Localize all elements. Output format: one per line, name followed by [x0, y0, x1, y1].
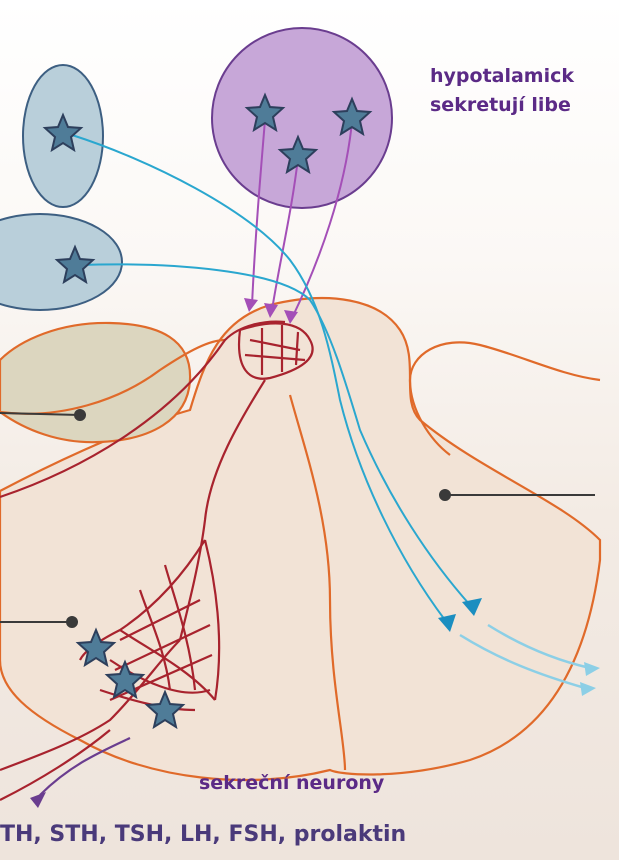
- purple-outflow-arrowhead: [30, 792, 46, 808]
- label-line-2: sekretují libe: [430, 91, 574, 120]
- hormones-label: TH, STH, TSH, LH, FSH, prolaktin: [0, 822, 406, 847]
- label-line-1: hypotalamick: [430, 62, 574, 91]
- purple-neuron-cell: [212, 28, 392, 208]
- optic-chiasm: [0, 323, 190, 442]
- hypothalamic-neurons-label: hypotalamick sekretují libe: [430, 62, 574, 120]
- secretory-neurons-label: sekreční neurony: [199, 772, 384, 794]
